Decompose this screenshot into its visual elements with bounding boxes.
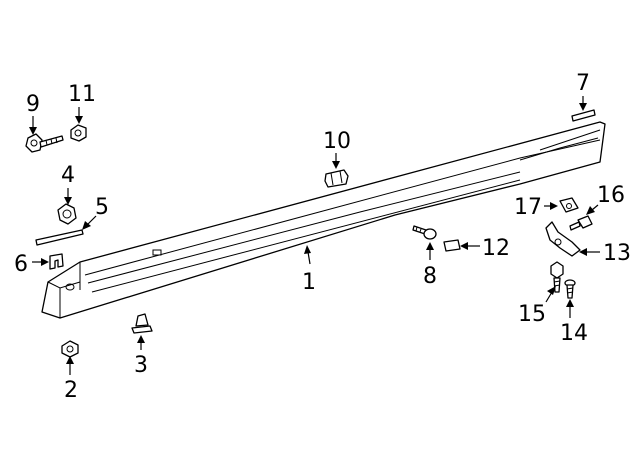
clip-part-4 [57, 203, 77, 225]
callout-11: 11 [68, 82, 96, 107]
callout-9: 9 [26, 92, 40, 117]
nut-part-11 [70, 124, 87, 142]
callout-5: 5 [95, 195, 109, 220]
strip-part-5 [35, 229, 84, 246]
callout-16: 16 [597, 183, 625, 208]
callout-3: 3 [134, 353, 148, 378]
rocker-panel [41, 121, 606, 319]
callout-15: 15 [518, 302, 546, 327]
bolt-part-9 [25, 133, 64, 153]
leader-lines [29, 96, 600, 375]
callout-2: 2 [64, 378, 78, 403]
clip-part-10 [324, 169, 349, 188]
pad-part-7 [571, 109, 596, 122]
callout-labels: 1 2 3 4 5 6 7 8 9 10 11 12 13 14 15 16 1… [14, 71, 631, 403]
callout-10: 10 [323, 129, 351, 154]
callout-4: 4 [61, 163, 75, 188]
callout-1: 1 [302, 270, 316, 295]
callout-12: 12 [482, 236, 510, 261]
callout-13: 13 [603, 241, 631, 266]
clip-part-3 [131, 313, 153, 334]
callout-6: 6 [14, 252, 28, 277]
callout-7: 7 [576, 71, 590, 96]
bolt-part-15 [550, 261, 564, 293]
nut-part-2 [61, 340, 79, 358]
pad-part-12 [443, 239, 461, 252]
callout-17: 17 [514, 195, 542, 220]
bracket-part-13 [545, 221, 581, 257]
screw-part-14 [564, 279, 576, 299]
nut-part-17 [559, 197, 579, 213]
callout-14: 14 [560, 321, 588, 346]
clip-part-6 [49, 253, 64, 270]
screw-part-8 [412, 225, 437, 240]
bolt-part-16 [569, 215, 593, 231]
callout-8: 8 [423, 264, 437, 289]
